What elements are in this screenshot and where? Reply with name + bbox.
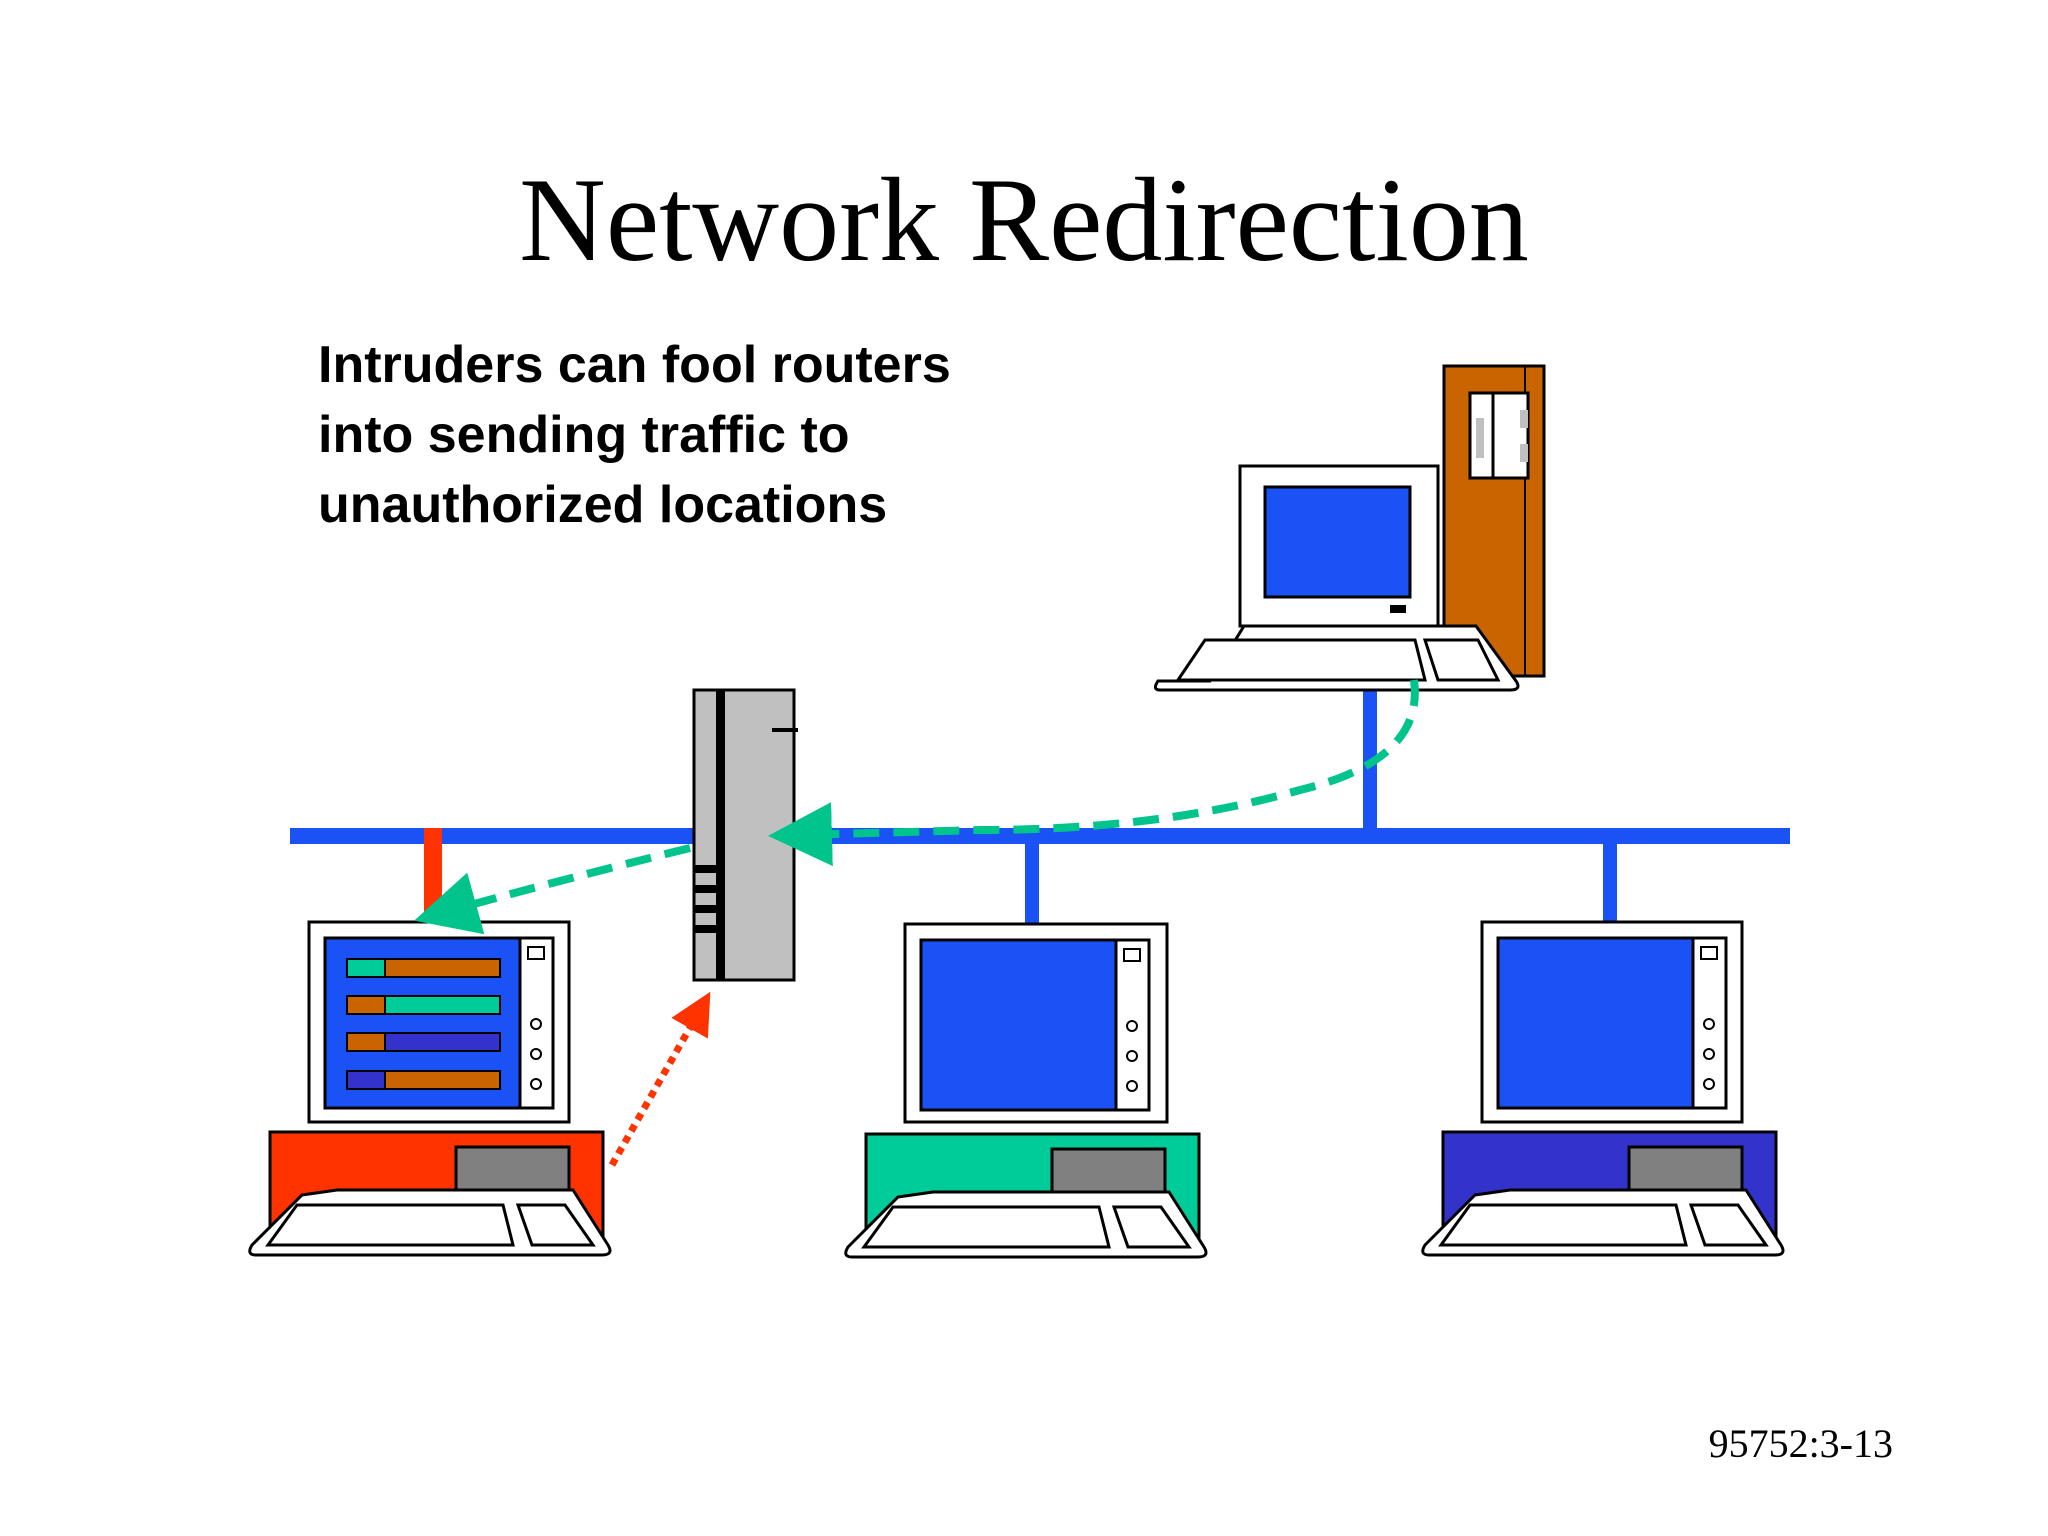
host-computer-icon bbox=[1421, 920, 1785, 1257]
server-workstation-icon bbox=[1153, 364, 1546, 692]
subtitle-line: Intruders can fool routers bbox=[318, 336, 951, 394]
network-bus bbox=[290, 690, 1790, 935]
redirected-traffic-arrow bbox=[768, 679, 1419, 867]
slide-id: 95752:3-13 bbox=[1708, 1421, 1893, 1466]
router-icon bbox=[692, 688, 798, 982]
host-computer-icon bbox=[844, 922, 1208, 1259]
host-right-drop-line bbox=[1603, 840, 1617, 935]
intruder-drop-line bbox=[424, 828, 442, 935]
intruder-computer-icon bbox=[248, 920, 612, 1257]
host-middle-drop-line bbox=[1025, 840, 1039, 935]
slide-title: Network Redirection bbox=[519, 153, 1529, 286]
subtitle-line: unauthorized locations bbox=[318, 476, 888, 534]
subtitle-line: into sending traffic to bbox=[318, 406, 850, 464]
slide-subtitle: Intruders can fool routers into sending … bbox=[318, 330, 951, 540]
screen-bars bbox=[346, 958, 501, 1090]
intruder-attack-arrow bbox=[608, 991, 711, 1167]
redirected-traffic-arrow bbox=[414, 844, 691, 935]
